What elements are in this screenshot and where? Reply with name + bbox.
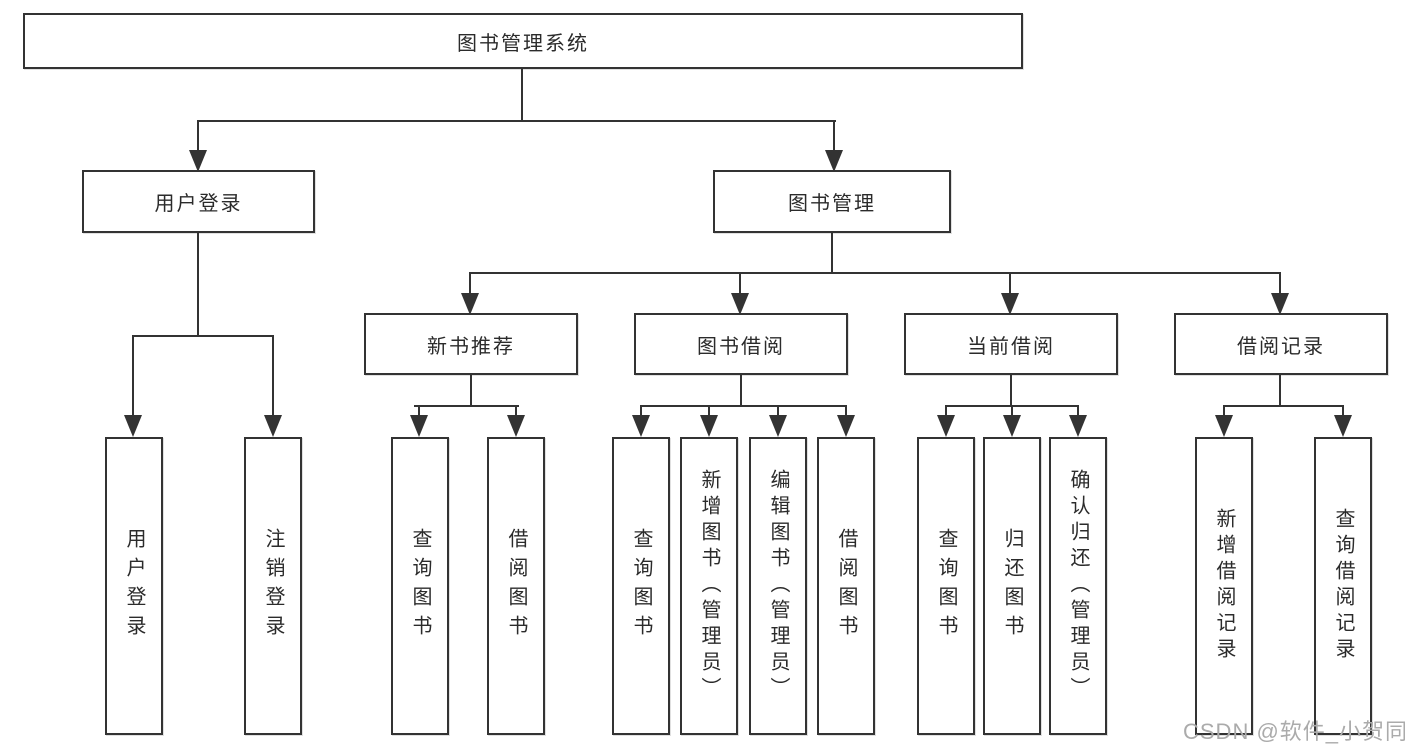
leaf-borrow-book-label: 借阅图书 (835, 528, 857, 644)
connector-book-mgmt-stem (831, 233, 833, 273)
leaf-query-book-rec: 查询图书 (391, 437, 449, 735)
node-book-borrow-label: 图书借阅 (697, 335, 785, 358)
leaf-query-book-borrow: 查询图书 (612, 437, 670, 735)
leaf-confirm-return-admin: 确认归还（管理员） (1049, 437, 1107, 735)
connector-book-borrow-rail (641, 405, 847, 407)
leaf-edit-book-admin: 编辑图书（管理员） (749, 437, 807, 735)
node-current-borrow-label: 当前借阅 (967, 335, 1055, 358)
arrow-to-new-book-rec (461, 272, 479, 315)
connector-borrow-records-rail (1224, 405, 1344, 407)
arrow-leaf (769, 405, 787, 437)
node-user-login-label: 用户登录 (154, 193, 243, 215)
node-library-system: 图书管理系统 (23, 13, 1023, 69)
leaf-edit-book-admin-label: 编辑图书（管理员） (767, 469, 789, 703)
csdn-watermark: CSDN @软件_小贺同学 (1183, 719, 1405, 744)
arrow-to-borrow-records (1271, 272, 1289, 315)
arrow-to-current-borrow (1001, 272, 1019, 315)
node-book-mgmt: 图书管理 (713, 170, 951, 233)
arrow-to-user-login (189, 120, 207, 172)
leaf-query-borrow-record-label: 查询借阅记录 (1332, 508, 1354, 664)
node-new-book-rec-label: 新书推荐 (427, 335, 515, 358)
arrow-leaf (937, 405, 955, 437)
leaf-borrow-book-rec: 借阅图书 (487, 437, 545, 735)
arrow-leaf (1215, 405, 1233, 437)
connector-user-login-rail (133, 335, 274, 337)
node-library-system-label: 图书管理系统 (457, 32, 589, 55)
leaf-borrow-book: 借阅图书 (817, 437, 875, 735)
leaf-logout: 注销登录 (244, 437, 302, 735)
arrow-leaf (837, 405, 855, 437)
arrow-leaf (410, 405, 428, 437)
connector-book-borrow-stem (740, 375, 742, 406)
arrow-leaf (1334, 405, 1352, 437)
leaf-query-borrow-record: 查询借阅记录 (1314, 437, 1372, 735)
arrow-leaf (632, 405, 650, 437)
leaf-confirm-return-admin-label: 确认归还（管理员） (1067, 469, 1089, 703)
connector-book-mgmt-rail (470, 272, 1281, 274)
leaf-user-login: 用户登录 (105, 437, 163, 735)
connector-current-borrow-stem (1010, 375, 1012, 406)
leaf-return-book-label: 归还图书 (1001, 528, 1023, 644)
arrow-to-book-borrow (731, 272, 749, 315)
arrow-leaf (507, 405, 525, 437)
leaf-add-borrow-record-label: 新增借阅记录 (1213, 508, 1235, 664)
leaf-add-borrow-record: 新增借阅记录 (1195, 437, 1253, 735)
node-borrow-records-label: 借阅记录 (1237, 335, 1325, 358)
arrow-to-book-mgmt (825, 120, 843, 172)
node-borrow-records: 借阅记录 (1174, 313, 1388, 375)
node-book-mgmt-label: 图书管理 (788, 193, 876, 215)
connector-new-book-rec-rail (414, 405, 519, 407)
leaf-return-book: 归还图书 (983, 437, 1041, 735)
leaf-add-book-admin-label: 新增图书（管理员） (698, 469, 720, 703)
arrow-leaf (1069, 405, 1087, 437)
node-new-book-rec: 新书推荐 (364, 313, 578, 375)
leaf-query-book-rec-label: 查询图书 (409, 528, 431, 644)
leaf-query-book-borrow-label: 查询图书 (630, 528, 652, 644)
leaf-logout-label: 注销登录 (262, 528, 284, 644)
connector-borrow-records-stem (1279, 375, 1281, 406)
leaf-add-book-admin: 新增图书（管理员） (680, 437, 738, 735)
connector-new-book-rec-stem (470, 375, 472, 406)
leaf-borrow-book-rec-label: 借阅图书 (505, 528, 527, 644)
connector-root-stem (521, 69, 523, 121)
arrow-to-leaf-logout (264, 335, 282, 437)
connector-user-login-stem (197, 233, 199, 336)
leaf-query-book-current: 查询图书 (917, 437, 975, 735)
arrow-leaf (1003, 405, 1021, 437)
node-book-borrow: 图书借阅 (634, 313, 848, 375)
arrow-leaf (700, 405, 718, 437)
arrow-to-leaf-user-login (124, 335, 142, 437)
leaf-user-login-label: 用户登录 (123, 528, 145, 644)
leaf-query-book-current-label: 查询图书 (935, 528, 957, 644)
connector-root-rail (197, 120, 836, 122)
node-current-borrow: 当前借阅 (904, 313, 1118, 375)
node-user-login: 用户登录 (82, 170, 315, 233)
